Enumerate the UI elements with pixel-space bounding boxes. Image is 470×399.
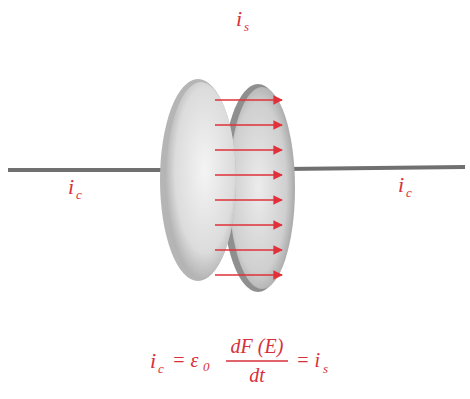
field-arrow xyxy=(215,149,282,151)
fraction-bar xyxy=(226,360,288,362)
field-arrow xyxy=(215,224,282,226)
field-arrow xyxy=(215,174,282,176)
current-symbol: i xyxy=(398,174,404,196)
right-plate xyxy=(229,87,295,289)
displacement-current-arrows xyxy=(215,100,282,275)
subscript: 0 xyxy=(203,360,210,373)
field-arrow xyxy=(215,249,282,251)
current-symbol: i xyxy=(68,176,74,198)
subscript: c xyxy=(406,186,412,199)
denominator: dt xyxy=(249,365,265,385)
current-symbol: i xyxy=(150,350,156,372)
subscript: s xyxy=(323,362,328,375)
subscript: c xyxy=(158,362,164,375)
field-arrow xyxy=(215,274,282,276)
subscript: c xyxy=(76,188,82,201)
left-plate xyxy=(166,82,236,278)
equation-part: = ε xyxy=(172,350,198,370)
numerator: dF (E) xyxy=(231,336,284,356)
field-arrow xyxy=(215,99,282,101)
field-arrow xyxy=(215,199,282,201)
right-wire xyxy=(285,167,465,169)
current-symbol: i xyxy=(236,8,242,30)
field-arrow xyxy=(215,124,282,126)
subscript: s xyxy=(244,20,249,33)
equation-part: = i xyxy=(296,350,320,370)
